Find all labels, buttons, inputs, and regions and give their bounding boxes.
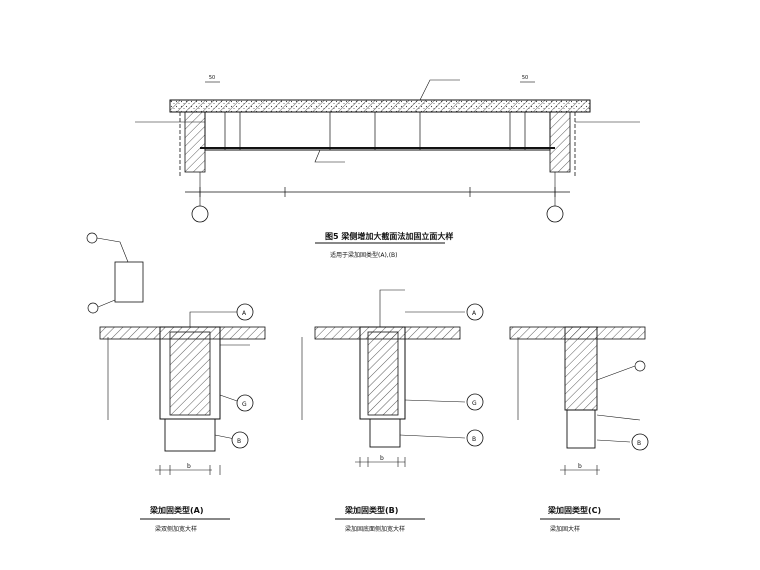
- section-a-caption: 梁加固类型(A): [149, 505, 204, 515]
- section-b-caption: 梁加固类型(B): [344, 505, 398, 515]
- section-b-b-label: b: [380, 455, 384, 462]
- callout-g-2: G: [472, 400, 477, 407]
- section-c-b-label: b: [578, 463, 582, 470]
- dim-50-left: 50: [209, 75, 215, 81]
- section-c: b B 梁加固类型(C) 梁加固大样: [509, 326, 649, 533]
- axis-marker-right: [546, 205, 564, 223]
- section-a-b-label: b: [187, 463, 191, 470]
- section-b: b A G B 梁加固类型(B) 梁加固底面侧加宽大样: [301, 289, 484, 533]
- beam-elevation: 50 50 图5 梁侧增加大截面法加固立面大样 适用于梁加固类型(A),(B): [135, 75, 640, 259]
- callout-b-2: B: [472, 436, 476, 443]
- elevation-sub-caption: 适用于梁加固类型(A),(B): [330, 251, 398, 259]
- callout-a-1: A: [242, 310, 247, 317]
- section-b-sub-caption: 梁加固底面侧加宽大样: [345, 525, 405, 533]
- axis-marker-left: [191, 205, 209, 223]
- section-a: b A G B 梁加固类型(A) 梁双侧加宽大样: [99, 303, 266, 533]
- callout-b-1: B: [237, 438, 241, 445]
- section-a-sub-caption: 梁双侧加宽大样: [155, 525, 197, 533]
- section-c-sub-caption: 梁加固大样: [550, 525, 580, 533]
- callout-g-1: G: [242, 401, 247, 408]
- section-c-caption: 梁加固类型(C): [547, 505, 601, 515]
- callout-b-3: B: [637, 440, 641, 447]
- elevation-caption: 图5 梁侧增加大截面法加固立面大样: [325, 231, 453, 241]
- anchor-detail: [86, 232, 144, 314]
- dim-50-right: 50: [522, 75, 528, 81]
- callout-a-2: A: [472, 310, 477, 317]
